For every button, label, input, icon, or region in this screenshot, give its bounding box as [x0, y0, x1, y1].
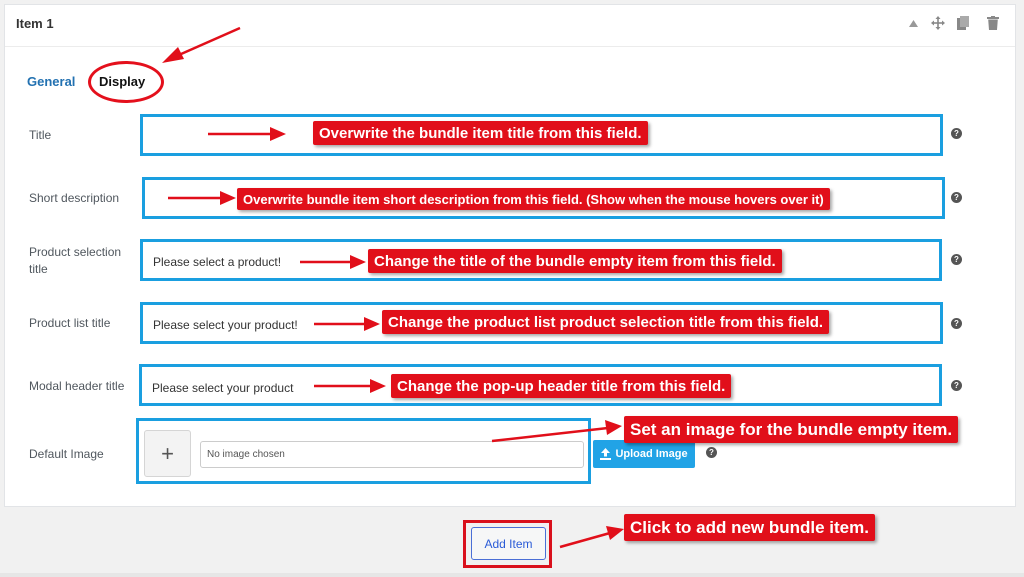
help-icon-modal-header-title[interactable]: ? [951, 380, 962, 391]
callout-product-list-title: Change the product list product selectio… [382, 310, 830, 334]
item-title: Item 1 [16, 16, 54, 31]
callout-title: Overwrite the bundle item title from thi… [313, 121, 648, 145]
tab-general[interactable]: General [27, 74, 76, 89]
product-list-title-value: Please select your product! [153, 318, 298, 332]
callout-default-image: Set an image for the bundle empty item. [624, 416, 959, 443]
field-label-modal-header-title: Modal header title [29, 379, 125, 393]
help-icon-product-list-title[interactable]: ? [951, 318, 962, 329]
display-tab-highlight [88, 61, 164, 103]
move-icon[interactable] [930, 15, 946, 31]
trash-icon[interactable] [985, 15, 1001, 31]
help-icon-product-selection-title[interactable]: ? [951, 254, 962, 265]
callout-product-selection-title: Change the title of the bundle empty ite… [368, 249, 782, 273]
help-icon-title[interactable]: ? [951, 128, 962, 139]
caret-up-icon[interactable] [905, 15, 921, 31]
upload-icon [600, 448, 612, 460]
product-selection-title-value: Please select a product! [153, 255, 282, 269]
field-label-default-image: Default Image [29, 447, 104, 461]
callout-add-item: Click to add new bundle item. [624, 514, 875, 541]
item-header[interactable] [5, 5, 1015, 47]
field-label-title: Title [29, 128, 52, 142]
callout-modal-header-title: Change the pop-up header title from this… [391, 374, 732, 398]
help-icon-short-description[interactable]: ? [951, 192, 962, 203]
upload-image-button[interactable]: Upload Image [593, 440, 695, 468]
copy-icon[interactable] [955, 15, 971, 31]
callout-short-description: Overwrite bundle item short description … [237, 188, 830, 210]
field-label-short-description: Short description [29, 191, 120, 205]
field-label-product-list-title: Product list title [29, 316, 111, 330]
upload-image-label: Upload Image [615, 448, 688, 460]
help-icon-default-image[interactable]: ? [706, 447, 717, 458]
add-item-highlight [463, 520, 552, 568]
field-label-product-selection-title: Product selection title [29, 245, 122, 276]
image-add-button[interactable]: + [144, 430, 191, 477]
modal-header-title-value: Please select your product [152, 381, 294, 395]
footer-divider [0, 573, 1024, 577]
image-path-input[interactable]: No image chosen [200, 441, 584, 468]
add-item-button[interactable]: Add Item [471, 527, 546, 560]
